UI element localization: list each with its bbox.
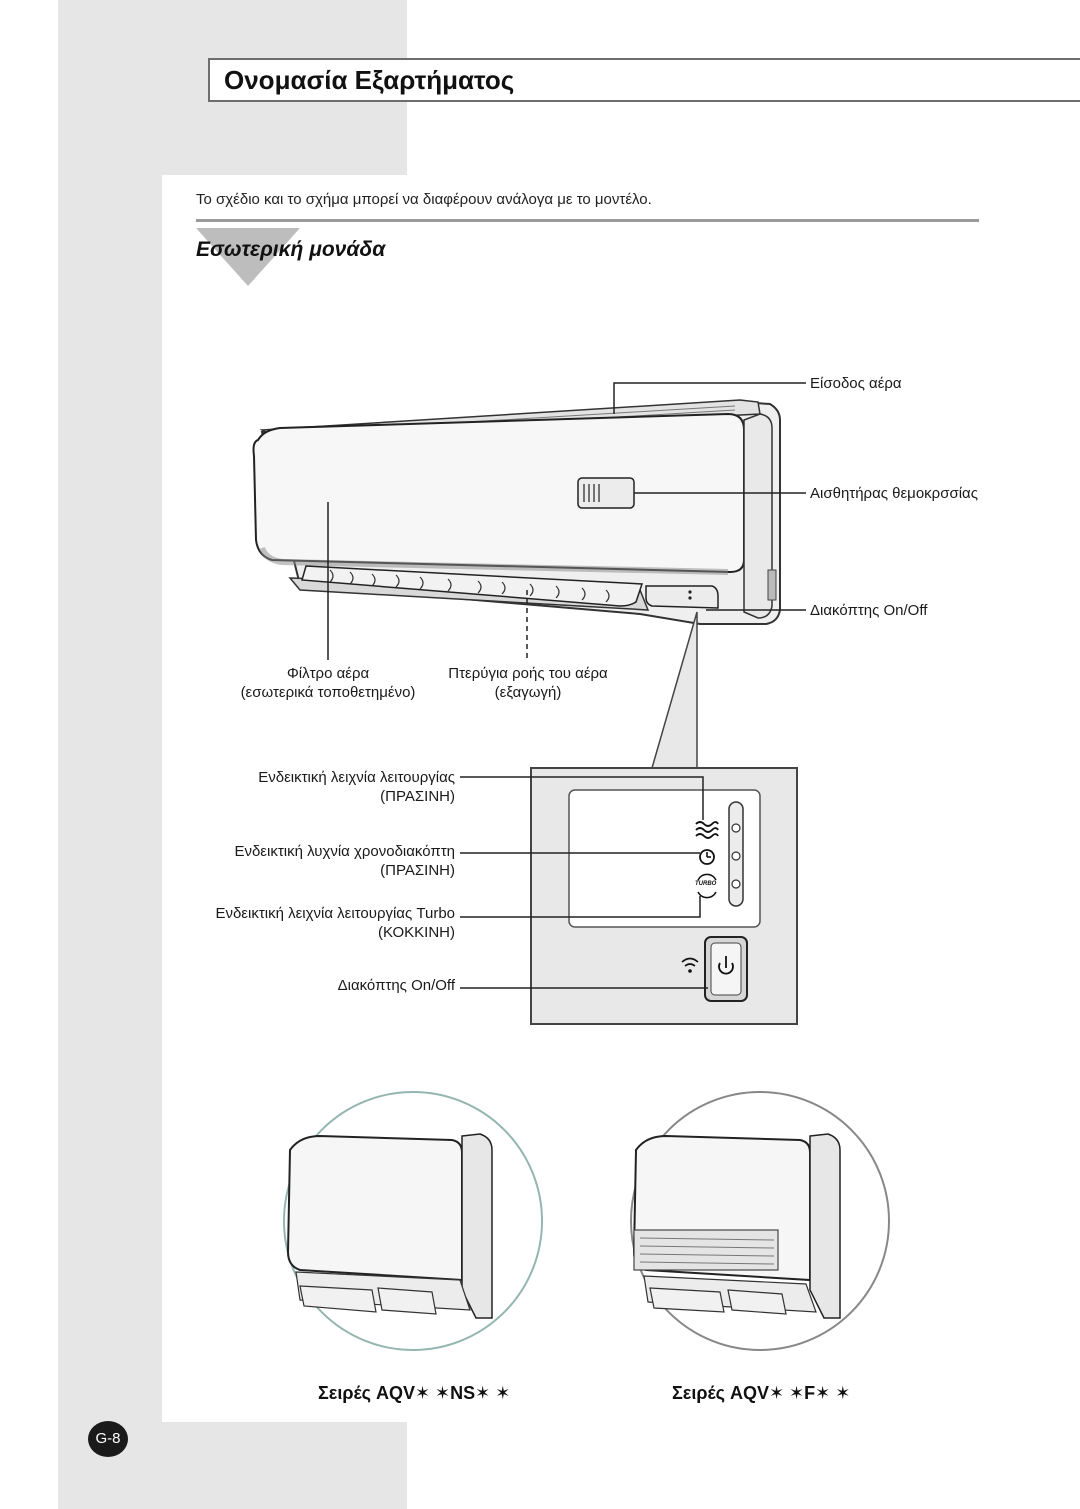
title-box: Ονομασία Εξαρτήματος	[208, 58, 1080, 102]
series-ns-caption: Σειρές AQV✶ ✶NS✶ ✶	[318, 1383, 511, 1403]
turbo-icon: TURBO	[695, 881, 717, 887]
divider	[196, 219, 979, 222]
air-filter-label: Φίλτρο αέρα (εσωτερικά τοποθετημένο)	[240, 665, 416, 701]
timer-indicator-label: Ενδεικτική λυχνία χρονοδιακόπτη (ΠΡΑΣΙΝΗ…	[234, 843, 455, 879]
series-ns-detail	[283, 1091, 543, 1351]
section-title: Εσωτερική μονάδα	[196, 238, 386, 261]
page-margin-band	[58, 0, 162, 1509]
page-number: G-8	[88, 1421, 128, 1457]
operation-indicator-label: Ενδεικτική λειχνία λειτουργίας (ΠΡΑΣΙΝΗ)	[258, 769, 455, 805]
panel-on-off-label: Διακόπτης On/Off	[337, 977, 455, 994]
on-off-switch-label: Διακόπτης On/Off	[810, 602, 928, 619]
section-marker-icon	[196, 228, 300, 286]
page-title: Ονομασία Εξαρτήματος	[224, 65, 515, 95]
turbo-indicator-label: Ενδεικτική λειχνία λειτουργίας Turbo (ΚΟ…	[215, 905, 455, 941]
air-inlet-label: Είσοδος αέρα	[810, 375, 902, 392]
series-f-caption: Σειρές AQV✶ ✶F✶ ✶	[672, 1383, 851, 1403]
page-footer-band	[162, 1422, 407, 1509]
model-note: Το σχέδιο και το σχήμα μπορεί να διαφέρο…	[196, 191, 652, 208]
series-f-detail	[630, 1091, 890, 1351]
temperature-sensor-label: Αισθητήρας θεμοκρσσίας	[810, 485, 978, 502]
air-flap-label: Πτερύγια ροής του αέρα (εξαγωγή)	[448, 665, 608, 701]
